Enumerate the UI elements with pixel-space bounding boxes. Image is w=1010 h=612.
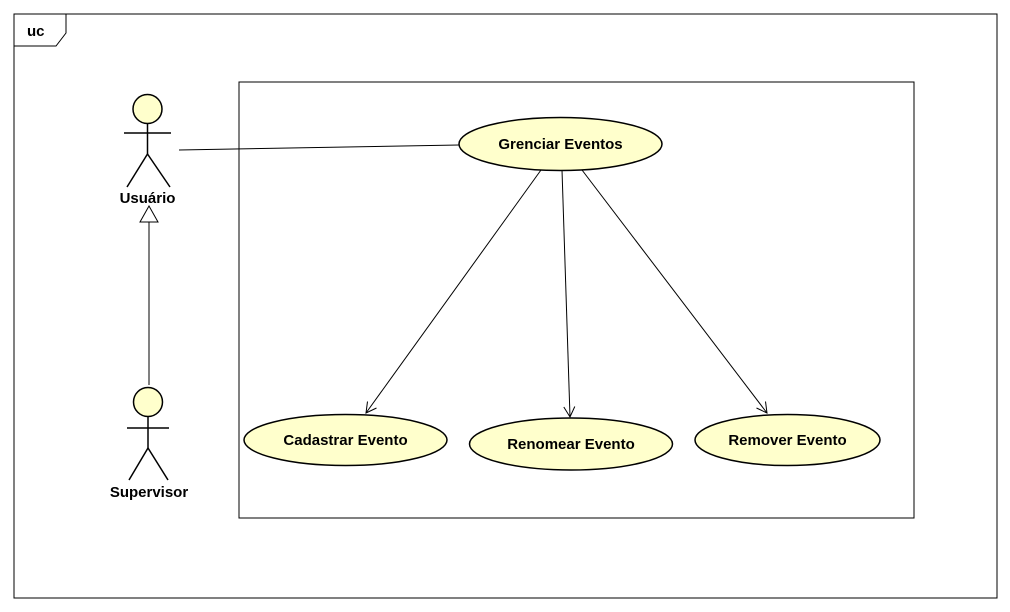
- actor-name: Usuário: [120, 190, 176, 207]
- frame-tag-box: [13, 13, 67, 47]
- use-case-gerenciar-eventos[interactable]: Grenciar Eventos: [458, 116, 663, 172]
- actor-name: Supervisor: [110, 484, 189, 501]
- association-usuario-gerenciar[interactable]: [178, 144, 460, 151]
- use-case-renomear-evento[interactable]: Renomear Evento: [468, 417, 674, 471]
- dependency-gerenciar-renomear[interactable]: [561, 169, 576, 419]
- use-case-cadastrar-evento[interactable]: Cadastrar Evento: [243, 413, 448, 467]
- actor-left-leg: [126, 153, 149, 188]
- actor-right-leg: [146, 153, 171, 188]
- generalization-arrowhead: [139, 204, 159, 223]
- dependency-arrowhead: [563, 406, 576, 419]
- actor-usuario[interactable]: Usuário: [120, 93, 176, 208]
- frame-tag-label: uc: [27, 23, 45, 40]
- use-case-label: Cadastrar Evento: [283, 432, 407, 449]
- use-case-label: Remover Evento: [728, 432, 846, 449]
- use-case-remover-evento[interactable]: Remover Evento: [694, 413, 881, 467]
- actor-head: [132, 93, 163, 125]
- actor-head: [132, 386, 164, 418]
- dependency-gerenciar-cadastrar[interactable]: [365, 169, 542, 414]
- dependency-gerenciar-remover[interactable]: [581, 169, 768, 414]
- dependency-arrowhead: [756, 401, 768, 414]
- actor-left-leg: [128, 447, 149, 481]
- actor-right-leg: [147, 447, 169, 481]
- actor-supervisor[interactable]: Supervisor: [110, 386, 189, 502]
- use-case-label: Grenciar Eventos: [498, 136, 622, 153]
- dependency-arrowhead: [365, 401, 377, 414]
- use-case-label: Renomear Evento: [507, 436, 635, 453]
